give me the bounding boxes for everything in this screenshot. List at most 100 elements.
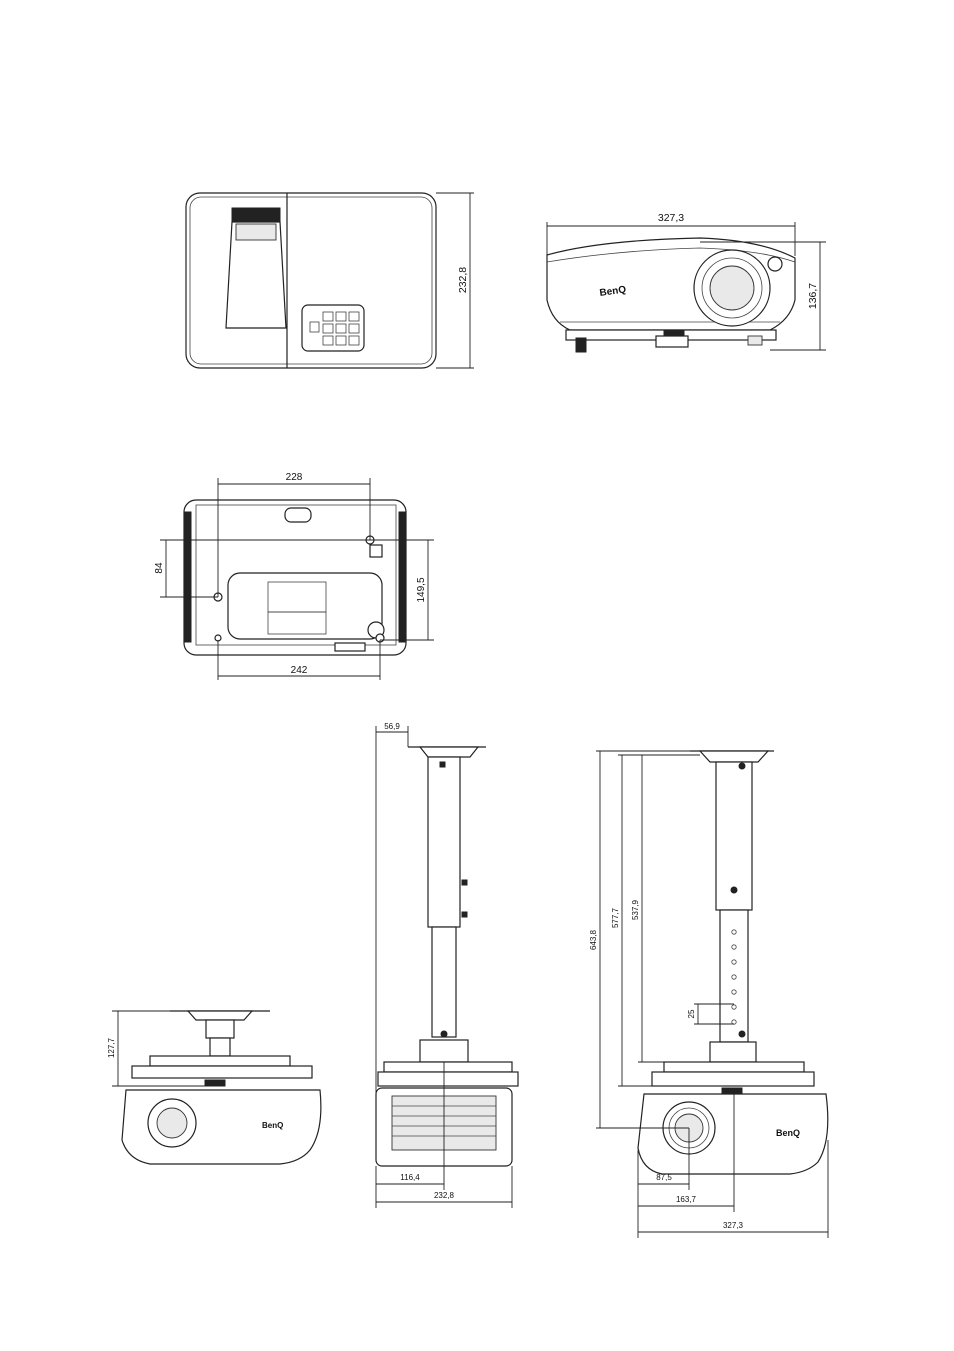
front-view-adjuster-foot (655, 335, 689, 348)
large-mount-arms (663, 1061, 805, 1073)
bottom-view-lamp-label (267, 611, 327, 635)
large-tube-screw (738, 762, 746, 770)
front-view-brand-logo: BenQ (599, 284, 627, 299)
mount-swivel (205, 1019, 235, 1039)
bottom-view-left-rail (184, 511, 192, 643)
bottom-view-hole-spacing-top-label: 228 (286, 472, 303, 483)
keypad-key (335, 335, 347, 346)
large-center-offset-dimension: 163,7 (637, 1094, 735, 1238)
front-view: BenQ 327,3 136,7 (546, 212, 826, 353)
bottom-view-hole-spacing-top: 228 (217, 472, 371, 597)
top-view-depth-label: 232,8 (457, 267, 469, 293)
mount-front-small-height-dimension: 127,7 (107, 1010, 206, 1087)
keypad-key (348, 323, 360, 334)
front-view-lens-glass (709, 265, 755, 311)
top-view-lens-window (235, 223, 277, 241)
side-tube-screw (439, 761, 446, 768)
adjust-hole (731, 974, 737, 980)
mount-front-small-height-label: 127,7 (107, 1037, 116, 1058)
top-view-depth-dimension: 232,8 (436, 192, 474, 369)
bottom-view-plate (195, 504, 397, 646)
front-view-left-foot (575, 337, 587, 353)
bottom-view-right-rail (398, 511, 406, 643)
top-view-lens-rings (231, 207, 281, 223)
side-half-depth-label: 116,4 (400, 1173, 420, 1182)
large-width-dimension: 327,3 (638, 1140, 829, 1238)
front-view-width-dimension: 327,3 (546, 212, 796, 256)
top-view-keypad-keys (309, 311, 360, 346)
front-view-foot-tab (663, 329, 685, 337)
side-outer-tube (427, 756, 461, 928)
adjust-hole (731, 989, 737, 995)
keypad-key (322, 311, 334, 322)
front-view-top-edge (546, 247, 796, 263)
large-tube-adjust-holes (731, 929, 746, 1038)
side-depth-dimension: 232,8 (375, 1166, 513, 1208)
bottom-view-rear-lip (334, 642, 366, 652)
side-swivel (419, 1039, 469, 1063)
top-view-lens-hood (225, 221, 287, 329)
bottom-view: 228 242 84 149,5 (154, 472, 434, 680)
front-view-height-label: 136,7 (807, 283, 819, 309)
mount-tab (204, 1079, 226, 1087)
ceiling-plate (186, 1010, 254, 1021)
front-view-right-foot (747, 335, 763, 346)
keypad-key (348, 335, 360, 346)
mount-side-view: 56,9 116,4 232,8 (375, 722, 519, 1208)
top-view: 232,8 (185, 192, 474, 369)
mount-stem (209, 1037, 231, 1057)
keypad-key (322, 335, 334, 346)
mount-bracket (131, 1065, 313, 1079)
large-tube-bolt (738, 1030, 746, 1038)
bottom-view-front-foot (284, 507, 312, 523)
top-view-body-inner (189, 196, 433, 365)
large-outer-tube (715, 761, 753, 911)
large-swivel (709, 1041, 757, 1063)
side-mount-plate (383, 1061, 513, 1073)
adjust-hole (731, 1004, 737, 1010)
bottom-view-left-offset-label: 84 (154, 562, 165, 574)
bottom-view-side-tab (369, 544, 383, 558)
large-mount-bracket (651, 1071, 815, 1087)
bottom-view-hole-spacing-bottom: 242 (217, 640, 381, 680)
large-height-mid-dimension: 577,7 (611, 754, 700, 1087)
adjust-hole (731, 944, 737, 950)
large-height-max-dimension: 643,8 (589, 750, 690, 1129)
large-height-min-label: 537,9 (631, 899, 640, 920)
large-height-max-label: 643,8 (589, 929, 598, 950)
front-view-width-label: 327,3 (658, 212, 684, 224)
keypad-key (348, 311, 360, 322)
mount-front-large-brand-logo: BenQ (776, 1128, 800, 1138)
keypad-key (309, 321, 320, 333)
side-tube-bolt (440, 1030, 448, 1038)
front-view-lens-ring (701, 257, 763, 319)
large-height-mid-label: 577,7 (611, 907, 620, 928)
keypad-key (335, 311, 347, 322)
mount-front-small: BenQ 127,7 (107, 1010, 322, 1165)
mount-front-small-brand-logo: BenQ (262, 1121, 283, 1130)
large-step-dimension: 25 (687, 1003, 734, 1025)
bottom-view-hole-spacing-bottom-label: 242 (291, 665, 308, 676)
adjust-hole (731, 929, 737, 935)
side-tube-screw (461, 879, 468, 886)
large-width-label: 327,3 (723, 1221, 744, 1230)
side-ceiling-bracket (418, 746, 480, 758)
large-height-min-dimension: 537,9 (631, 754, 710, 1063)
side-half-depth-dimension: 116,4 (376, 1062, 445, 1190)
front-view-ir-sensor (767, 256, 783, 272)
side-mount-offset-dimension: 56,9 (375, 722, 409, 1120)
side-mount-offset-label: 56,9 (384, 722, 400, 731)
large-center-offset-label: 163,7 (676, 1195, 697, 1204)
side-mount-bracket (377, 1071, 519, 1087)
large-ceiling-bracket (698, 750, 770, 763)
bottom-view-right-offset: 149,5 (370, 539, 434, 641)
bottom-view-left-offset: 84 (154, 539, 370, 598)
mount-front-large: BenQ 643,8 577,7 537,9 25 (589, 750, 829, 1238)
bottom-view-right-offset-label: 149,5 (416, 577, 427, 602)
mount-arms (149, 1055, 291, 1067)
front-view-height-dimension: 136,7 (700, 241, 826, 351)
side-tube-screw (461, 911, 468, 918)
large-step-label: 25 (687, 1009, 696, 1018)
bottom-view-lamp-cover (227, 572, 383, 640)
